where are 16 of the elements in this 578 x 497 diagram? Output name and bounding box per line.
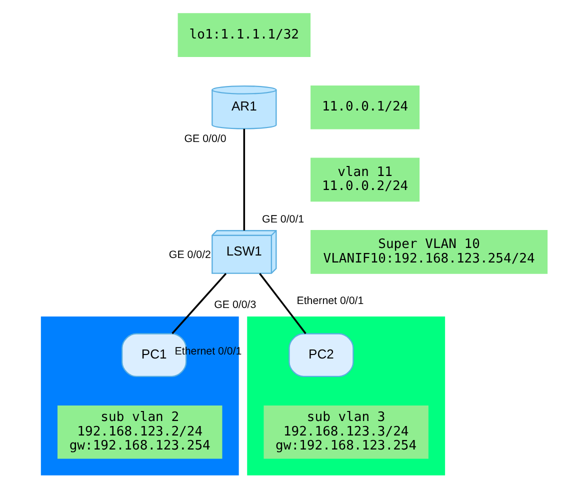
node-box: sub vlan 2 192.168.123.2/24 gw:192.168.123.254: [57, 404, 222, 458]
node-box: vlan 11 11.0.0.2/24: [310, 157, 420, 202]
node-box: 11.0.0.1/24: [310, 84, 420, 129]
node-label: GE 0/0/2: [168, 248, 210, 260]
node-box: sub vlan 3 192.168.123.3/24 gw:192.168.123.254: [263, 404, 428, 458]
node-label: GE 0/0/1: [262, 213, 304, 226]
node-label: GE 0/0/0: [184, 132, 226, 144]
connector: [258, 272, 306, 334]
connector: [171, 272, 226, 334]
node-box: PC2: [288, 332, 354, 376]
node-label: Ethernet 0/0/1: [296, 294, 364, 307]
node-label: GE 0/0/3: [214, 298, 256, 311]
node-box: Super VLAN 10 VLANIF10:192.168.123.254/24: [310, 230, 548, 274]
cluster: [246, 316, 445, 475]
connector: [242, 128, 245, 230]
node-box: lo1:1.1.1.1/32: [177, 12, 310, 56]
